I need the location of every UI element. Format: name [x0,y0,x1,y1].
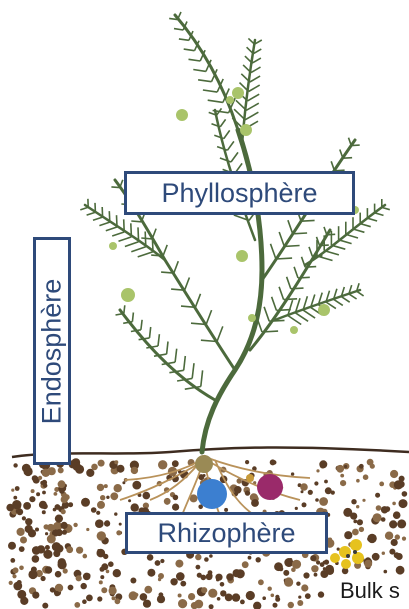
rhizosphere-microbe-ochre [246,474,254,482]
soil-surface-line [12,447,409,457]
endosphere-label: Endosphère [33,237,71,465]
plant-shoot [85,15,385,452]
rhizosphere-microbe-tan [195,455,213,473]
rhizosphere-label: Rhizophère [125,512,328,554]
phyllosphere-label: Phyllosphère [124,171,355,215]
rhizosphere-microbe-blue [197,479,227,509]
rhizosphere-microbe-magenta [257,474,283,500]
bulk-soil-label: Bulk s [340,578,400,604]
endosphere-label-text: Endosphère [37,278,68,424]
